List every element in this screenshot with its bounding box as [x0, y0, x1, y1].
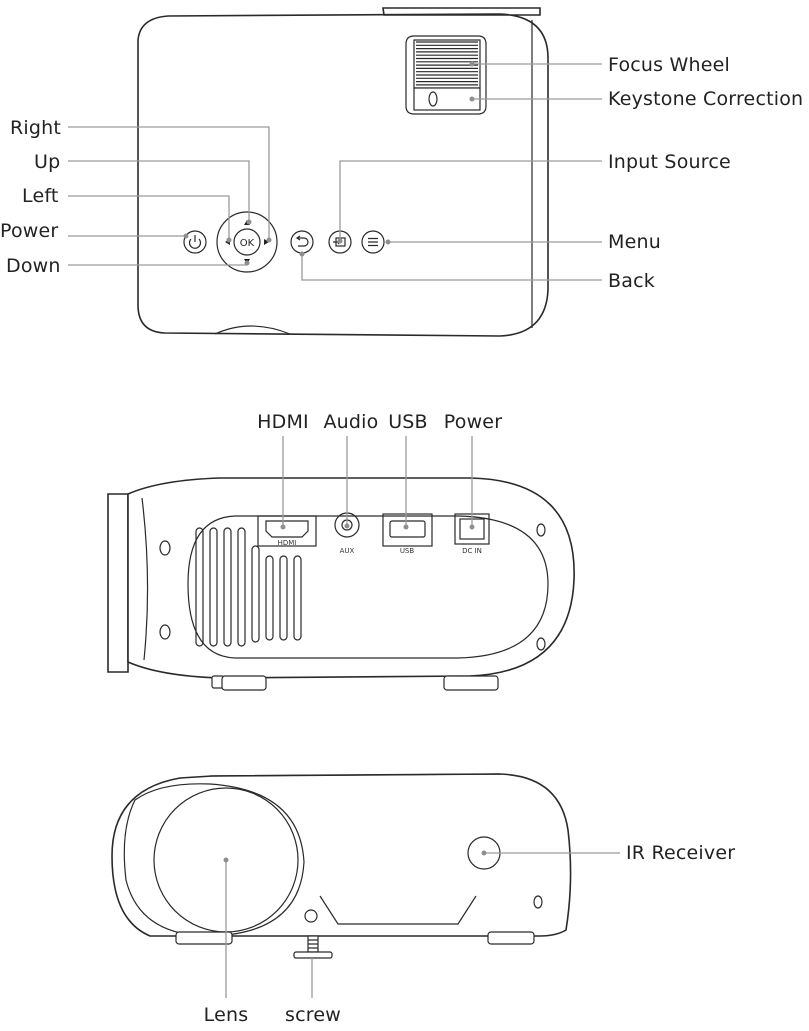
vent-grille [195, 527, 302, 647]
up-label: Up [34, 151, 60, 173]
back-button[interactable] [290, 230, 314, 254]
ir-receiver-label: IR Receiver [626, 842, 735, 864]
menu-button[interactable] [361, 230, 385, 254]
right-label: Right [10, 117, 61, 139]
audio-label: Audio [323, 411, 378, 433]
front-view: IR Receiver Lens screw [111, 773, 735, 1026]
vent-slot [293, 555, 302, 641]
hdmi-label: HDMI [257, 411, 309, 433]
hdmi-port-label: HDMI [278, 539, 297, 547]
top-view-bottom-bump [214, 325, 291, 335]
power-label: Power [0, 220, 58, 242]
rear-foot-left [221, 675, 267, 691]
input-source-label: Input Source [608, 151, 731, 173]
dc-in-port-label: DC IN [462, 547, 482, 555]
menu-label: Menu [608, 231, 661, 253]
rear-view-leaders [280, 436, 475, 530]
vent-slot [279, 555, 288, 641]
rear-screw-hole-right [536, 523, 546, 537]
power-button[interactable] [183, 230, 207, 254]
rear-screw-hole-right-lower [536, 637, 546, 651]
tripod-screw-icon [293, 935, 333, 959]
usb-port-label: USB [400, 547, 415, 555]
hdmi-port[interactable]: HDMI [257, 515, 317, 547]
ok-button-label: OK [240, 238, 255, 249]
rear-view: HDMI AUX USB DC IN HDMI Audio [107, 411, 575, 691]
vent-slot [209, 527, 218, 647]
right-arrow-icon [264, 239, 269, 245]
rear-view-body [127, 477, 575, 679]
rear-screw-hole-left [159, 540, 171, 556]
rear-view-side-curve [141, 497, 149, 661]
down-label: Down [6, 255, 61, 277]
vent-slot [237, 527, 246, 647]
vent-slot [195, 527, 204, 647]
screw-label: screw [285, 1004, 341, 1026]
front-screw-hole-right [533, 895, 543, 909]
usb-port[interactable]: USB [382, 513, 433, 555]
front-view-recess [319, 895, 477, 925]
rear-view-inner-panel [187, 515, 549, 659]
d-pad[interactable]: OK [216, 211, 278, 273]
lens-label: Lens [204, 1004, 249, 1026]
vent-slot [265, 555, 274, 641]
rear-power-label: Power [444, 411, 502, 433]
front-view-leaders [223, 850, 620, 998]
front-view-top-edge [209, 773, 501, 777]
vent-slot [223, 527, 232, 647]
rear-foot-right [443, 675, 499, 691]
aux-port-label: AUX [340, 547, 355, 555]
focus-wheel-label: Focus Wheel [608, 54, 730, 76]
top-view-leaders [68, 61, 602, 281]
front-foot-right [487, 931, 535, 945]
keystone-correction-label: Keystone Correction [608, 88, 803, 110]
vent-slot [251, 545, 260, 643]
back-label: Back [608, 270, 655, 292]
usb-label: USB [388, 411, 428, 433]
rear-screw-hole-left-lower [159, 624, 171, 640]
rear-view-lens-hood [107, 493, 129, 673]
front-screw-hole [304, 909, 318, 923]
left-label: Left [22, 185, 59, 207]
top-view: OK [0, 7, 803, 337]
front-foot-left [175, 931, 233, 945]
front-view-bezel [123, 783, 305, 937]
